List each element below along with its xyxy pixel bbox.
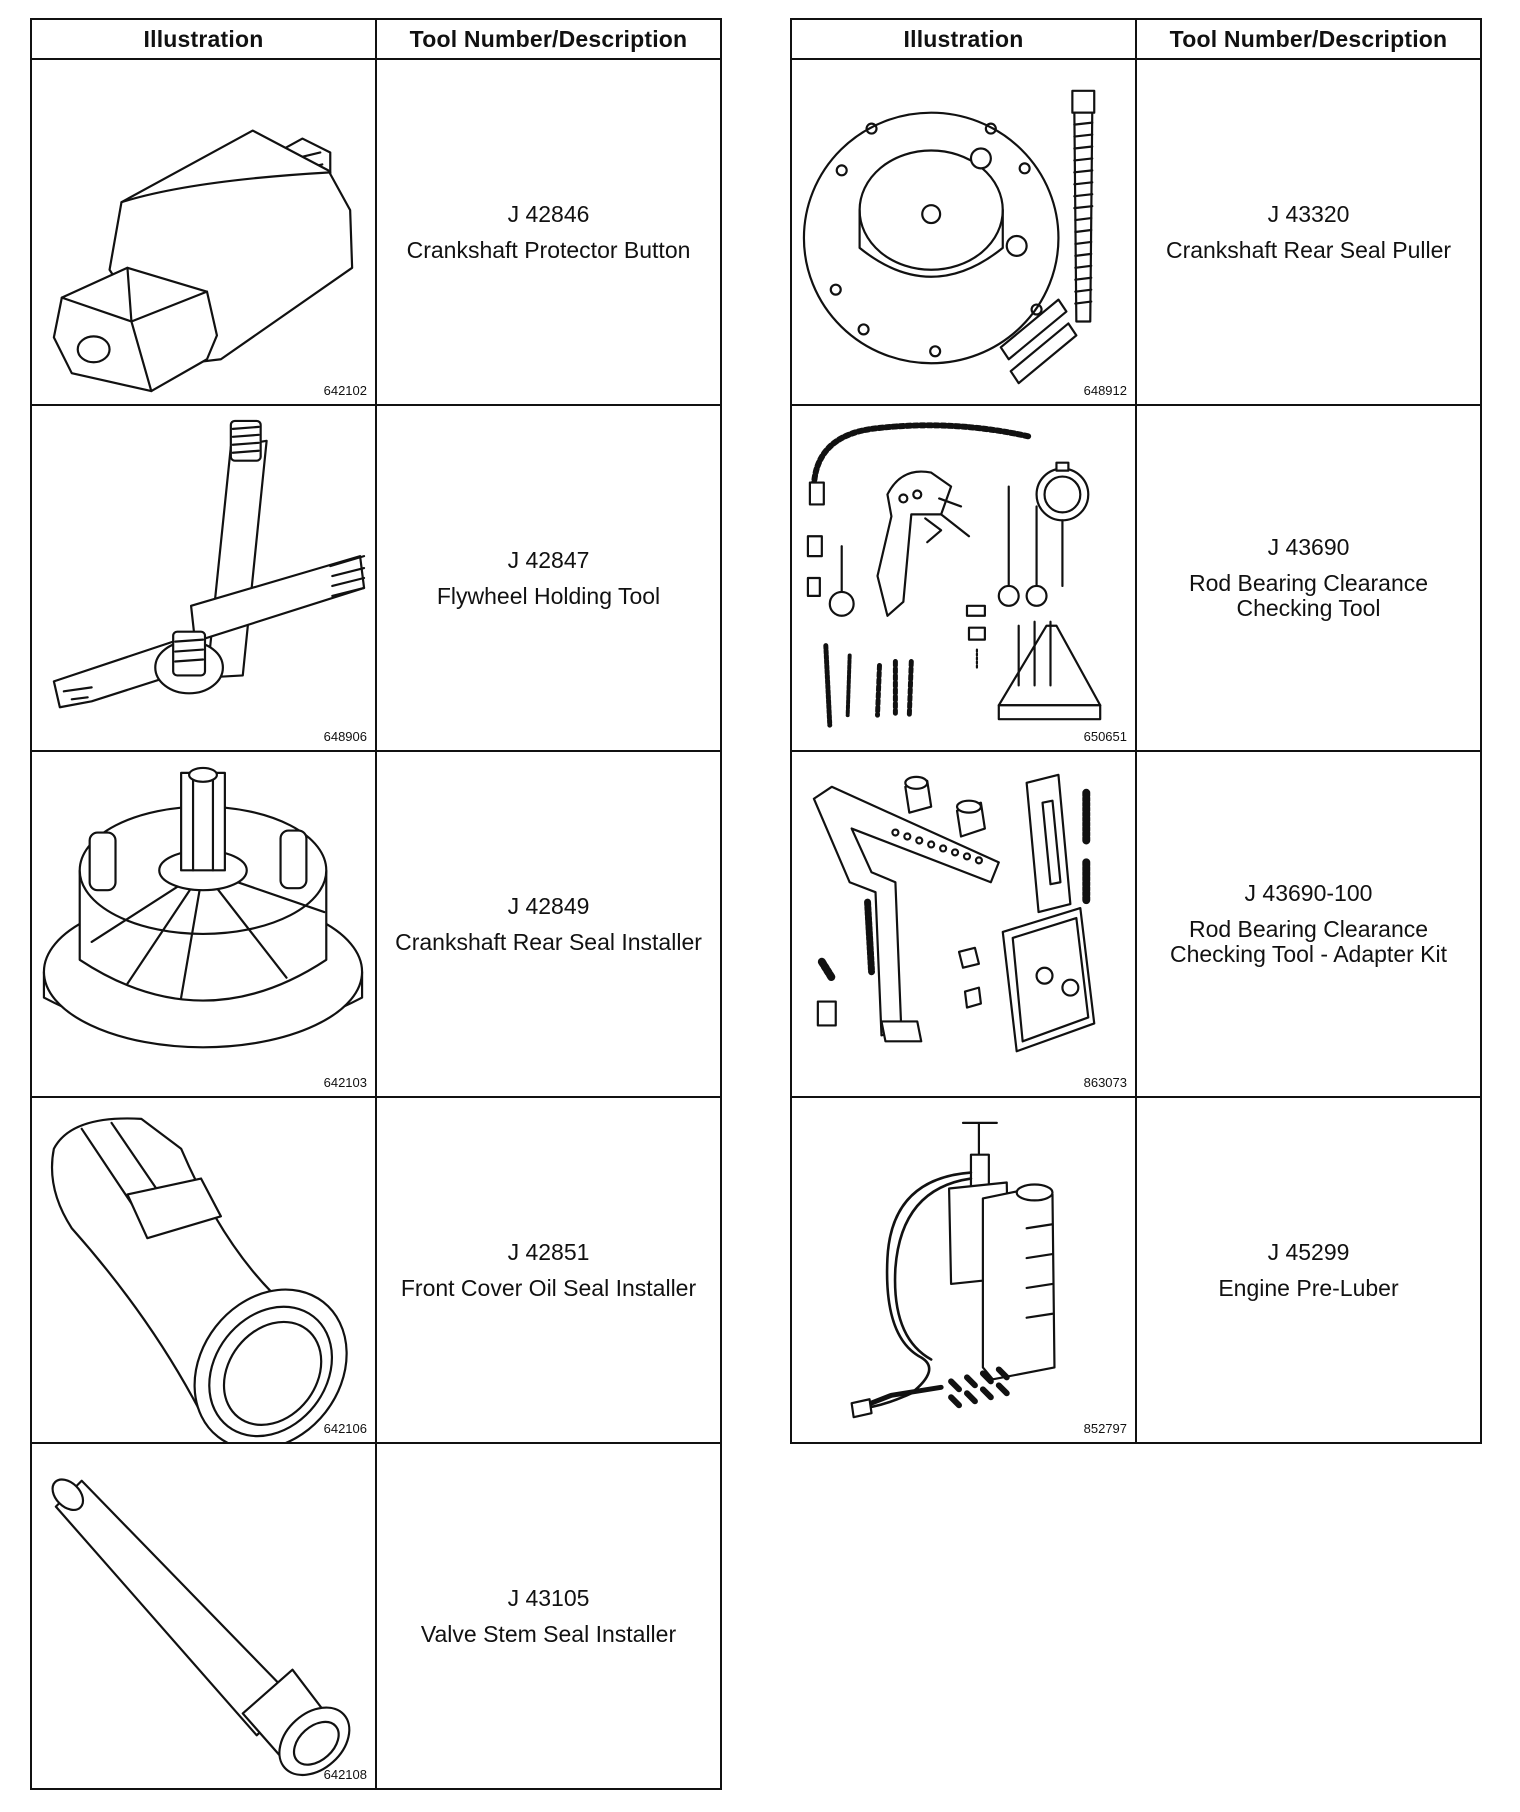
illustration-header: Illustration xyxy=(30,18,377,60)
rod-bearing-tool-illustration xyxy=(806,422,1102,728)
figure-code: 650651 xyxy=(1083,729,1127,744)
tool-header: Tool Number/Description xyxy=(375,18,722,60)
table-row: 863073 J 43690-100 Rod Bearing Clearance… xyxy=(790,750,1482,1098)
illustration-cell: 648912 xyxy=(790,58,1137,406)
description-cell: J 42847 Flywheel Holding Tool xyxy=(375,404,722,752)
adapter-kit-illustration xyxy=(812,773,1096,1053)
illustration-cell: 642108 xyxy=(30,1442,377,1790)
description-cell: J 45299 Engine Pre-Luber xyxy=(1135,1096,1482,1444)
tool-number: J 43105 xyxy=(507,1584,590,1611)
illustration-cell: 642103 xyxy=(30,750,377,1098)
description-cell: J 43690 Rod Bearing Clearance Checking T… xyxy=(1135,404,1482,752)
description-cell: J 42846 Crankshaft Protector Button xyxy=(375,58,722,406)
figure-code: 852797 xyxy=(1083,1421,1127,1436)
flywheel-holding-tool-illustration xyxy=(52,419,366,709)
description-cell: J 42851 Front Cover Oil Seal Installer xyxy=(375,1096,722,1444)
table-row: 648906 J 42847 Flywheel Holding Tool xyxy=(30,404,722,752)
front-cover-seal-installer-illustration xyxy=(50,1117,348,1442)
illustration-cell: 642106 xyxy=(30,1096,377,1444)
description-cell: J 43690-100 Rod Bearing Clearance Checki… xyxy=(1135,750,1482,1098)
table-row: 648912 J 43320 Crankshaft Rear Seal Pull… xyxy=(790,58,1482,406)
right-tool-table: Illustration Tool Number/Description xyxy=(790,18,1482,1444)
tool-description: Front Cover Oil Seal Installer xyxy=(400,1274,697,1301)
tool-description: Flywheel Holding Tool xyxy=(436,582,661,609)
tool-number: J 42847 xyxy=(507,546,590,573)
tool-description: Crankshaft Rear Seal Installer xyxy=(395,928,702,955)
table-row: 642108 J 43105 Valve Stem Seal Installer xyxy=(30,1442,722,1790)
left-tool-table: Illustration Tool Number/Description 642… xyxy=(30,18,722,1790)
tool-number: J 42849 xyxy=(507,892,590,919)
tool-description: Rod Bearing Clearance Checking Tool xyxy=(1188,570,1429,621)
illustration-cell: 648906 xyxy=(30,404,377,752)
tool-number: J 45299 xyxy=(1267,1238,1350,1265)
tool-description: Rod Bearing Clearance Checking Tool - Ad… xyxy=(1169,916,1447,967)
table-row: 642106 J 42851 Front Cover Oil Seal Inst… xyxy=(30,1096,722,1444)
table-row: 852797 J 45299 Engine Pre-Luber xyxy=(790,1096,1482,1444)
table-row: 642102 J 42846 Crankshaft Protector Butt… xyxy=(30,58,722,406)
tool-header: Tool Number/Description xyxy=(1135,18,1482,60)
engine-pre-luber-illustration xyxy=(850,1121,1056,1419)
figure-code: 642102 xyxy=(323,383,367,398)
table-header-row: Illustration Tool Number/Description xyxy=(790,18,1482,60)
figure-code: 642103 xyxy=(323,1075,367,1090)
illustration-cell: 650651 xyxy=(790,404,1137,752)
table-header-row: Illustration Tool Number/Description xyxy=(30,18,722,60)
tool-description: Valve Stem Seal Installer xyxy=(420,1620,677,1647)
rear-seal-installer-illustration xyxy=(42,766,364,1049)
tool-number: J 42851 xyxy=(507,1238,590,1265)
figure-code: 642106 xyxy=(323,1421,367,1436)
figure-code: 863073 xyxy=(1083,1075,1127,1090)
illustration-header: Illustration xyxy=(790,18,1137,60)
tool-number: J 43690 xyxy=(1267,534,1350,560)
tool-description: Crankshaft Rear Seal Puller xyxy=(1165,236,1452,263)
figure-code: 648912 xyxy=(1083,383,1127,398)
illustration-cell: 852797 xyxy=(790,1096,1137,1444)
figure-code: 648906 xyxy=(323,729,367,744)
protector-button-illustration xyxy=(52,129,354,393)
tool-number: J 43320 xyxy=(1267,200,1350,227)
table-row: 642103 J 42849 Crankshaft Rear Seal Inst… xyxy=(30,750,722,1098)
table-row: 650651 J 43690 Rod Bearing Clearance Che… xyxy=(790,404,1482,752)
tool-description: Crankshaft Protector Button xyxy=(406,236,691,263)
figure-code: 642108 xyxy=(323,1767,367,1782)
illustration-cell: 642102 xyxy=(30,58,377,406)
tool-description: Engine Pre-Luber xyxy=(1218,1274,1399,1301)
tool-number: J 42846 xyxy=(507,200,590,227)
description-cell: J 43320 Crankshaft Rear Seal Puller xyxy=(1135,58,1482,406)
illustration-cell: 863073 xyxy=(790,750,1137,1098)
rear-seal-puller-illustration xyxy=(802,89,1096,385)
tool-number: J 43690-100 xyxy=(1244,880,1373,906)
description-cell: J 42849 Crankshaft Rear Seal Installer xyxy=(375,750,722,1098)
valve-stem-seal-installer-illustration xyxy=(51,1478,351,1777)
description-cell: J 43105 Valve Stem Seal Installer xyxy=(375,1442,722,1790)
